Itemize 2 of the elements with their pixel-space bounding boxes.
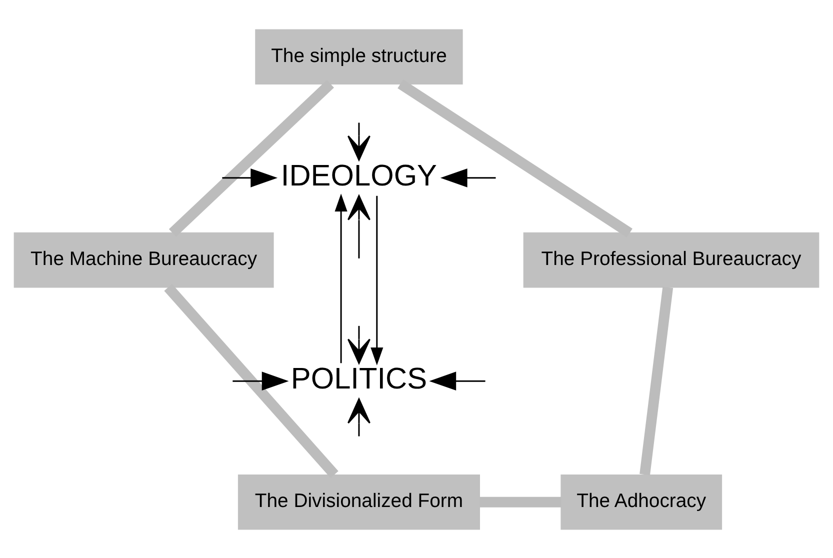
node-text: IDEOLOGY	[280, 158, 438, 192]
node-text: POLITICS	[290, 362, 428, 396]
